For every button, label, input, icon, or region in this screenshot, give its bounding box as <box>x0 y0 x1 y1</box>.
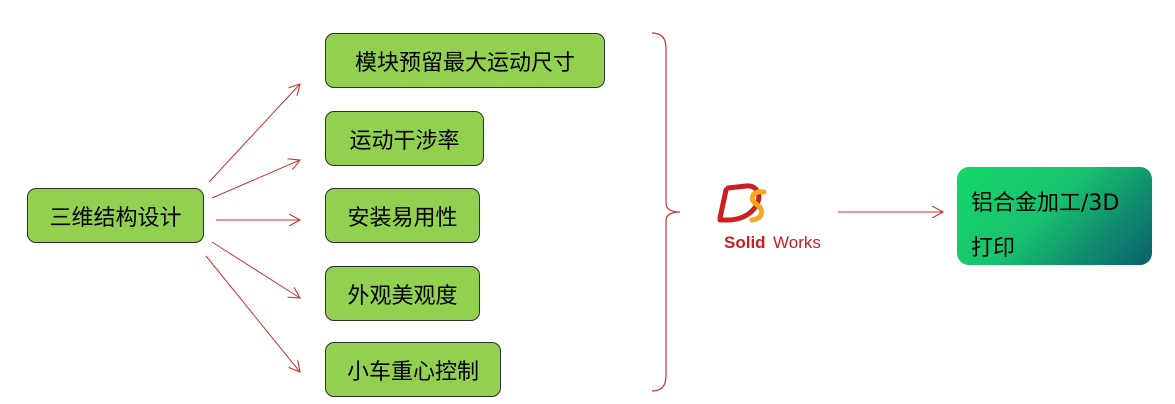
logo-text-works: Works <box>773 233 821 252</box>
arrow-to-max-size <box>208 84 300 183</box>
root-node-label: 三维结构设计 <box>49 205 182 231</box>
node-center-of-gravity: 小车重心控制 <box>325 342 501 397</box>
node-label: 小车重心控制 <box>346 359 479 385</box>
output-node-aluminum-3d-print: 铝合金加工/3D 打印 <box>957 167 1152 265</box>
output-line-2: 打印 <box>971 236 1016 261</box>
node-max-motion-size: 模块预留最大运动尺寸 <box>325 33 605 88</box>
output-line-1: 铝合金加工/3D <box>971 191 1120 216</box>
solidworks-logo-icon: Solid Works <box>717 183 821 252</box>
arrow-to-center-of-gravity <box>205 255 300 372</box>
root-node-3d-structural-design: 三维结构设计 <box>27 188 204 243</box>
arrow-to-interference <box>211 160 300 199</box>
node-label: 安装易用性 <box>347 205 458 231</box>
grouping-bracket <box>651 32 681 392</box>
node-label: 外观美观度 <box>347 283 458 309</box>
node-label: 模块预留最大运动尺寸 <box>354 50 575 76</box>
node-label: 运动干涉率 <box>349 128 460 154</box>
node-appearance: 外观美观度 <box>325 266 480 321</box>
logo-text-solid: Solid <box>724 233 766 252</box>
node-installation-ease: 安装易用性 <box>325 188 480 243</box>
node-interference-rate: 运动干涉率 <box>325 111 484 166</box>
arrow-to-appearance <box>211 241 300 298</box>
